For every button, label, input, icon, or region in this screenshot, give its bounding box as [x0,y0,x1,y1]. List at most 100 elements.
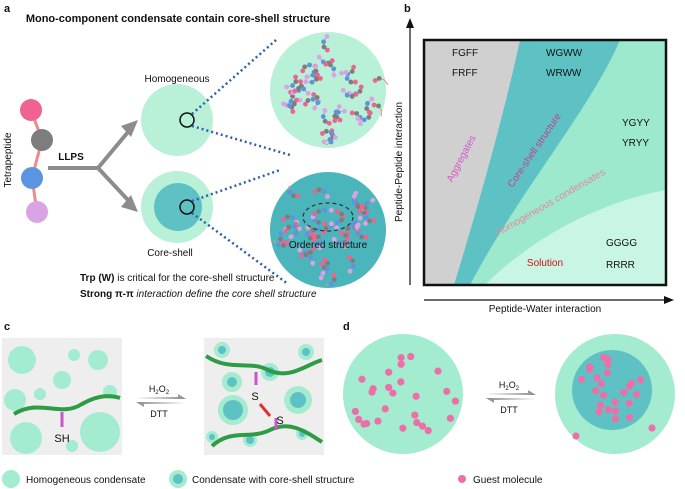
legend: Homogeneous condensate Condensate with c… [2,470,543,488]
peptide-bead [325,260,330,266]
homogeneous-with-guests [343,334,463,454]
peptide-bead [304,231,310,237]
peptide-bead [344,76,350,81]
ordered-bead [328,207,334,213]
peptide-bead [334,225,340,231]
llps-label: LLPS [58,152,84,163]
panel-a-label: a [4,3,11,15]
peptide-bead [291,101,297,107]
peptide-bead [349,110,355,116]
disulfide-bond [258,403,272,417]
peptide-bead [337,240,342,246]
peptide-bead [320,114,326,119]
peptide-bead [314,95,320,100]
guest-molecule [443,387,451,395]
peptide-bead [337,117,343,123]
peptide-bead [358,84,364,90]
zoom-marker-bottom [179,199,195,215]
guest-molecule [389,389,397,397]
peptide-bead [290,215,295,221]
peptide-chain-reduced [12,394,121,416]
guest-molecule [595,408,603,416]
peptide-bead [301,86,307,92]
peptide-bead [352,200,357,205]
peptide-bead [307,249,313,255]
guest-molecule [625,399,633,407]
peptide-beads-disordered [281,34,389,146]
peptide-bead [342,108,347,114]
peptide-bead [291,223,297,229]
peptide-bead [293,79,299,84]
peptide-bead [284,240,290,246]
guest-molecule [397,353,405,362]
peptide-bead [315,234,321,240]
y-axis-arrowhead [406,18,414,28]
peptide-bead [371,217,377,223]
peptide-bead [332,118,338,124]
peptide-bead [324,47,330,53]
peptide-bead [335,109,341,115]
peptide-bead [310,246,316,252]
note-pi-pi: Strong π-π interaction define the core s… [80,289,317,300]
guest-molecule [412,392,420,400]
peptide-bead [339,70,344,76]
guest-molecule [397,378,405,386]
peptide-bead [364,200,370,206]
peptide-bead [315,72,320,78]
peptide-bead [347,255,352,261]
peptide-bead [328,139,334,145]
peptide-bead [347,268,353,274]
peptide-bead [326,120,332,126]
d-h2o2-label: H2O2 [499,380,520,392]
peptide-bead [331,277,337,283]
guest-molecule [597,380,605,388]
peptide-bead [371,102,377,108]
guest-molecules-enriched [572,354,656,440]
peptide-bead [336,104,342,109]
peptide-bead [316,54,322,60]
panel-a: a Mono-component condensate contain core… [3,3,389,300]
guest-molecule [603,369,611,377]
guest-molecule [374,417,382,425]
guest-molecule [451,397,460,405]
peptide-bead [352,79,358,85]
ordered-bead [328,221,334,227]
peptide-bead [324,34,330,39]
peptide-bead [275,242,281,248]
panel-c: c SH H2O2 DTT [2,321,324,455]
peptide-bead [313,76,319,82]
peptide-bead [291,193,296,199]
peptide-bead [290,93,295,99]
guest-molecule [637,376,645,384]
ordered-bead [339,217,344,223]
peptide-wgww: WGWW [546,48,583,59]
legend-core-shell-label: Condensate with core-shell structure [192,475,355,486]
peptide-bead [281,217,287,222]
panel-d-label: d [343,321,350,333]
peptide-bead [344,92,350,98]
peptide-frff: FRFF [452,68,478,79]
peptide-bead [317,245,323,251]
peptide-bead [292,88,298,94]
y-axis-label: Peptide-Peptide interaction [394,102,405,222]
peptide-bead [361,210,367,216]
peptide-bead [367,110,373,116]
peptide-bead [310,72,316,78]
peptide-bead [323,61,329,67]
peptide-bead [322,257,328,263]
guest-molecule [572,432,580,440]
peptide-chain-bottom [210,424,324,448]
peptide-bead [312,105,318,111]
peptide-bead [302,64,308,70]
peptide-bead [350,258,356,264]
peptide-bead [287,103,292,109]
peptide-bead [331,237,337,242]
guest-molecule [385,368,393,376]
peptide-bead [296,85,301,91]
panel-b-label: b [404,3,411,15]
peptide-bead [285,214,290,220]
peptide-bead [299,253,305,259]
peptide-bead [345,236,351,242]
peptide-bead [349,222,355,228]
